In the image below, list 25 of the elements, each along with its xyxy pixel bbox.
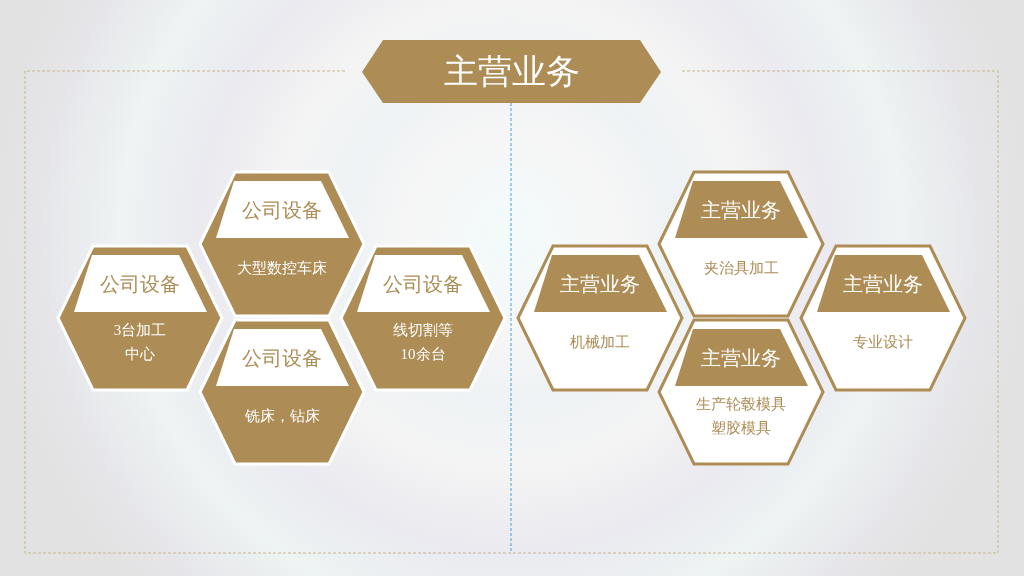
hexagon-card — [200, 320, 364, 464]
hexagon-card — [518, 246, 682, 390]
hex-text: 机械加工 — [569, 333, 631, 352]
hexagon-card — [200, 172, 364, 316]
hex-heading: 公司设备 — [382, 272, 464, 296]
hex-text: 大型数控车床 — [236, 259, 328, 278]
hex-heading: 公司设备 — [99, 272, 181, 296]
hexagon-card — [659, 172, 823, 316]
hexagon-card — [659, 320, 823, 464]
hexagon-card — [801, 246, 965, 390]
hex-heading: 主营业务 — [559, 272, 641, 296]
title-text: 主营业务 — [442, 52, 581, 92]
hex-text: 铣床，钻床 — [243, 407, 321, 426]
hexagon-card — [58, 246, 222, 390]
hex-text: 生产轮毂模具塑胶模具 — [696, 395, 786, 438]
hex-heading: 主营业务 — [700, 346, 782, 370]
hex-heading: 主营业务 — [700, 198, 782, 222]
hex-heading: 主营业务 — [842, 272, 924, 296]
hex-heading: 公司设备 — [241, 346, 323, 370]
hex-text: 夹治具加工 — [702, 259, 780, 278]
hex-text: 3台加工中心 — [112, 321, 168, 364]
hex-text: 线切割等10余台 — [393, 321, 453, 364]
hexagon-card — [341, 246, 505, 390]
hex-heading: 公司设备 — [241, 198, 323, 222]
hex-text: 专业设计 — [852, 333, 914, 352]
